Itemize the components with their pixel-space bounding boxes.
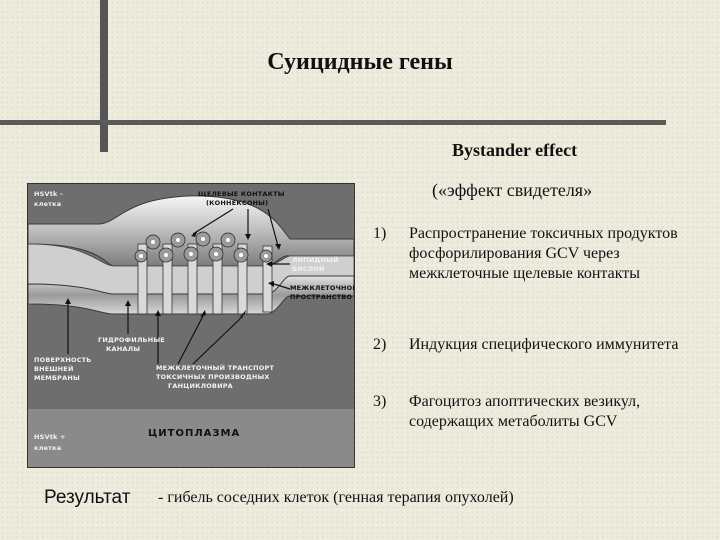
label-surface-line1: ПОВЕРХНОСТЬ	[34, 356, 91, 364]
label-lipid-line2: БИСЛОЙ	[292, 264, 325, 273]
result-text: - гибель соседних клеток (генная терапия…	[158, 489, 514, 506]
list-item-text: Фагоцитоз апоптических везикул, содержащ…	[409, 393, 641, 430]
list-item-number: 1)	[373, 225, 387, 242]
label-surface-line3: МЕМБРАНЫ	[34, 374, 80, 382]
label-hsvtk-minus-line1: HSVtk -	[34, 190, 63, 198]
result-label: Результат	[44, 487, 131, 508]
label-transport-line1: МЕЖКЛЕТОЧНЫЙ ТРАНСПОРТ	[156, 363, 274, 372]
label-channels-line1: ГИДРОФИЛЬНЫЕ	[98, 336, 165, 344]
cytoplasm-region	[28, 409, 354, 467]
subtitle-english: Bystander effect	[452, 140, 578, 160]
gap-junction-illustration: HSVtk - клетка ЩЕЛЕВЫЕ КОНТАКТЫ (КОННЕКС…	[28, 190, 354, 467]
label-transport-line2: ТОКСИЧНЫХ ПРОИЗВОДНЫХ	[156, 373, 270, 381]
label-hsvtk-minus-line2: клетка	[34, 200, 61, 208]
subtitle-russian: («эффект свидетеля»	[432, 180, 593, 200]
label-surface-line2: ВНЕШНЕЙ	[34, 364, 74, 373]
list-item-text: Распространение токсичных продуктов фосф…	[409, 225, 678, 282]
label-intercellular-line1: МЕЖКЛЕТОЧНОЕ	[290, 284, 354, 292]
pointer-arrows	[67, 208, 291, 365]
label-channels-line2: КАНАЛЫ	[106, 345, 140, 353]
gap-junction-diagram: HSVtk - клетка ЩЕЛЕВЫЕ КОНТАКТЫ (КОННЕКС…	[27, 183, 355, 468]
label-gap-contacts-line2: (КОННЕКСОНЫ)	[206, 199, 268, 207]
label-transport-line3: ГАНЦИКЛОВИРА	[168, 382, 233, 390]
slide-title: Суицидные гены	[267, 49, 453, 75]
horizontal-decor-rule	[0, 120, 666, 125]
upper-membrane	[28, 195, 354, 267]
label-intercellular-line2: ПРОСТРАНСТВО	[290, 293, 353, 301]
label-gap-contacts-line1: ЩЕЛЕВЫЕ КОНТАКТЫ	[198, 190, 285, 198]
connexon-channels	[137, 243, 273, 315]
label-hsvtk-plus-line1: HSVtk +	[34, 433, 66, 441]
label-hsvtk-plus-line2: клетка	[34, 444, 61, 452]
label-cytoplasm: ЦИТОПЛАЗМА	[148, 428, 240, 439]
label-lipid-line1: ЛИПИДНЫЙ	[292, 255, 339, 264]
connexon-pores	[139, 237, 268, 258]
arrow-heads	[65, 230, 281, 318]
list-item-number: 3)	[373, 393, 387, 410]
vertical-decor-bar	[100, 0, 108, 152]
list-item-text: Индукция специфического иммунитета	[409, 336, 679, 353]
list-item-number: 2)	[373, 336, 387, 353]
